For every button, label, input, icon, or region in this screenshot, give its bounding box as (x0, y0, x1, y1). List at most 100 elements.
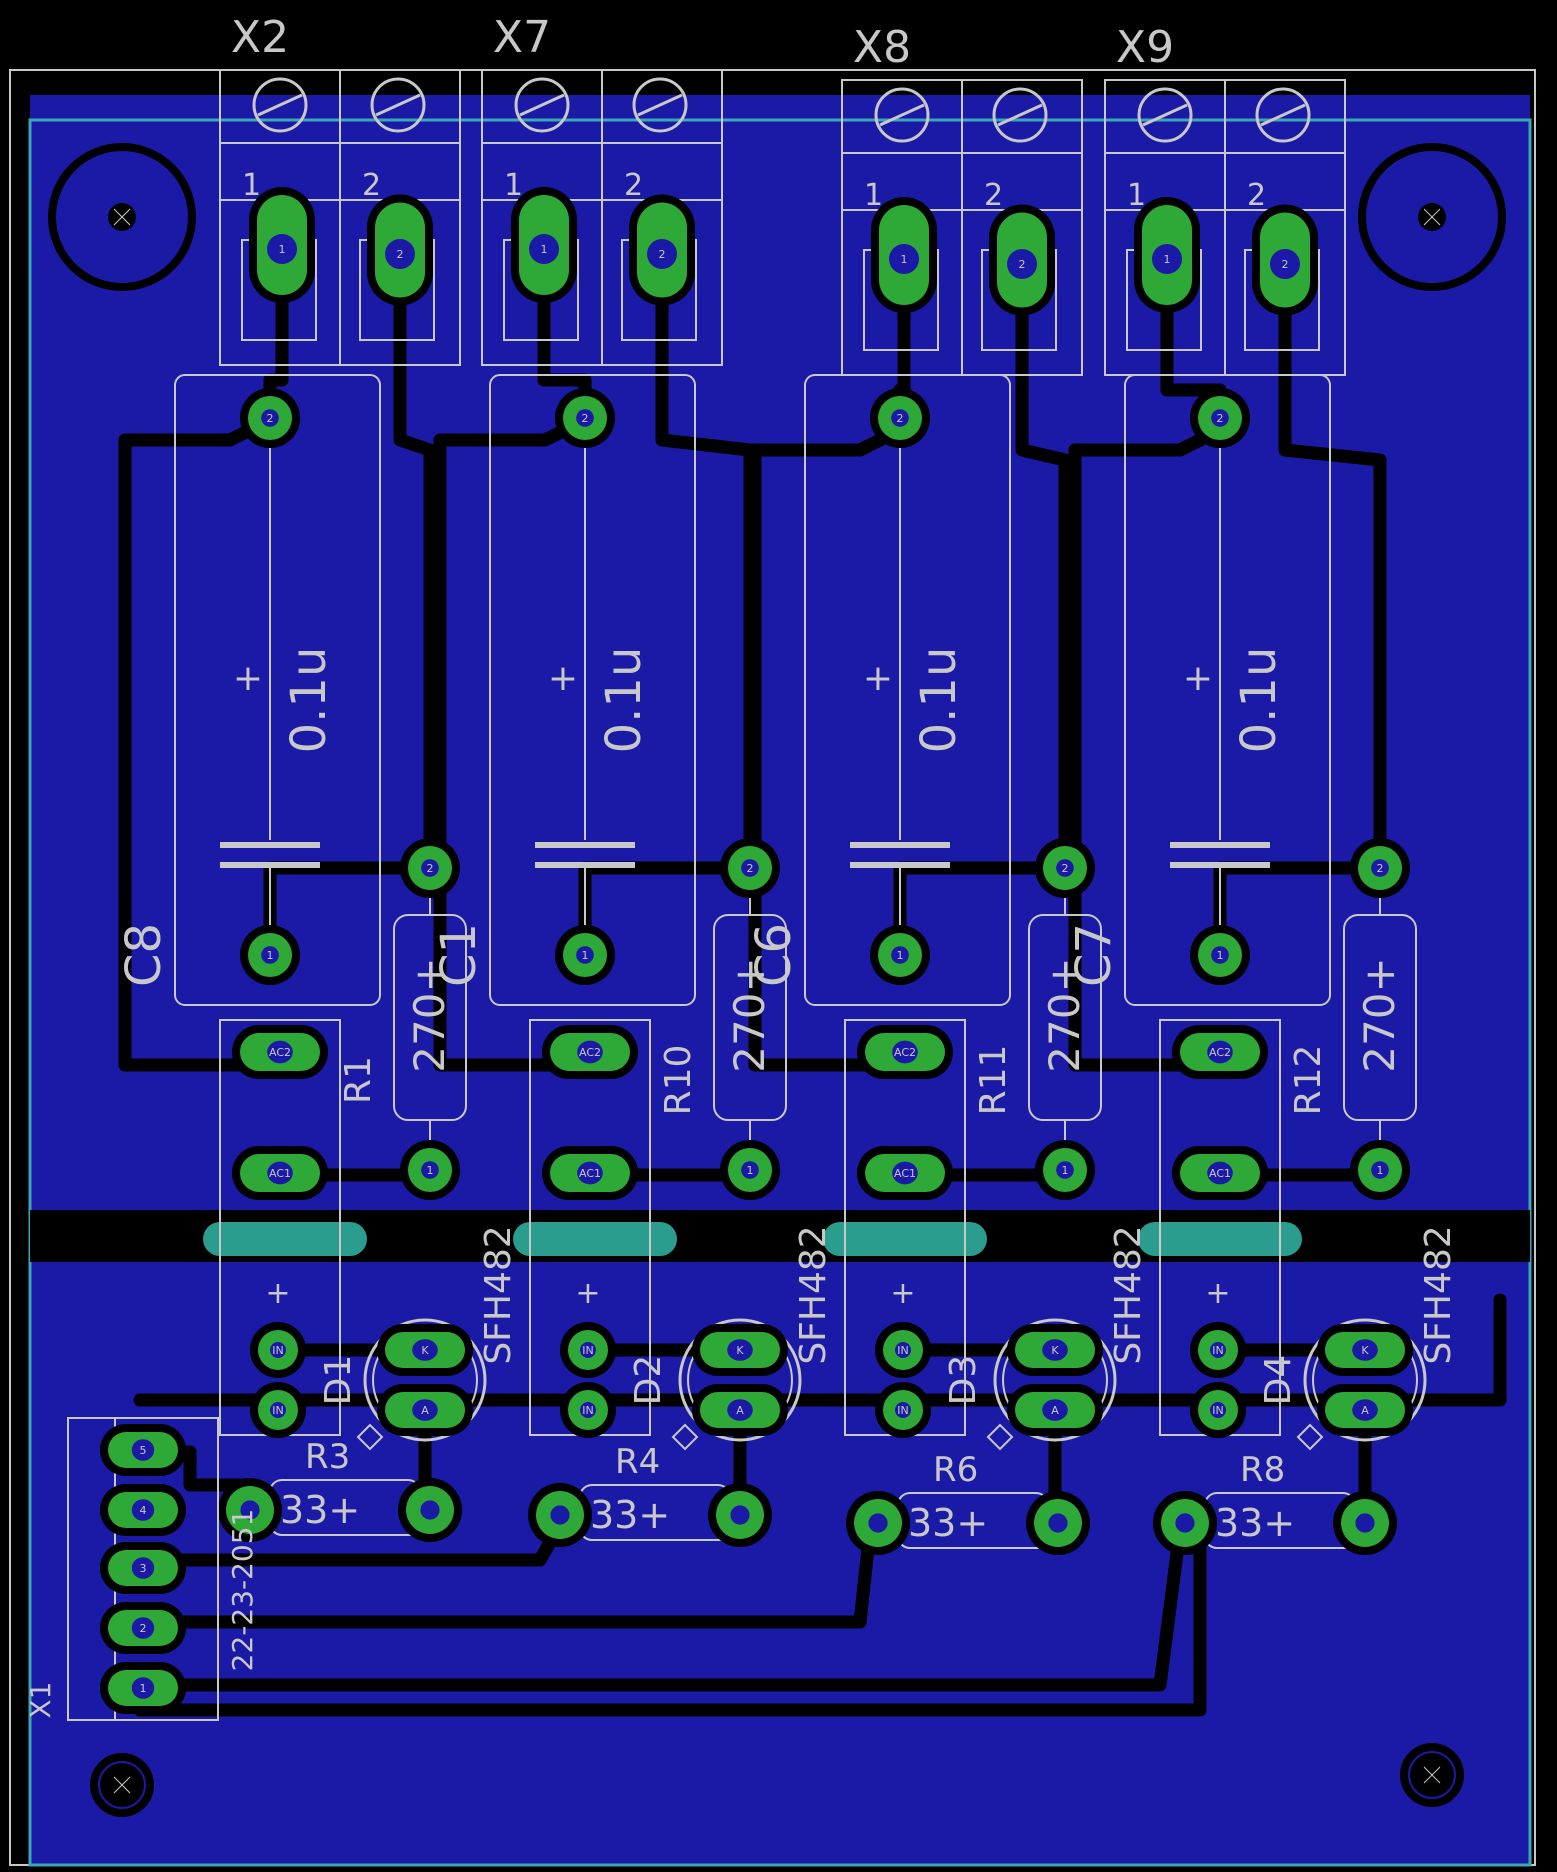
capacitor-name-1: C8 (116, 923, 172, 987)
opto-pad-in1-number: IN (582, 1344, 593, 1357)
resistor-pad-2-number: 2 (1062, 862, 1069, 875)
opto-pad-ac2-number: AC2 (579, 1046, 601, 1059)
opto-plus: + (1205, 1276, 1230, 1311)
connector-pin-5-number: 5 (140, 1444, 147, 1457)
screw-slot (519, 93, 565, 117)
resistor-name-2: R10 (658, 1045, 699, 1116)
led-outline-1 (363, 1318, 487, 1442)
resistor-pad-2-drill (1056, 859, 1074, 877)
opto-pad-in1-number: IN (897, 1344, 908, 1357)
terminal-pad-2-drill (385, 239, 415, 269)
opto-pad-ac1-number: AC1 (894, 1167, 916, 1180)
screw-slot (1260, 103, 1306, 127)
resistor-pad-1-number: 1 (747, 1164, 754, 1177)
terminal-pin2-label: 2 (1247, 178, 1266, 213)
isolation-slot-1 (203, 1222, 367, 1256)
bottom-resistor-pad-1-drill (868, 1513, 888, 1533)
capacitor-pad-1-number: 1 (267, 949, 274, 962)
terminal-pad-2-number: 2 (1282, 258, 1289, 271)
capacitor-pad-2-drill (891, 409, 909, 427)
terminal-pin1-label: 1 (504, 168, 523, 203)
led-pad-a-number: A (421, 1404, 429, 1417)
connector-name-label: X1 (24, 1682, 57, 1719)
terminal-pin2-label: 2 (362, 168, 381, 203)
screw-slot (879, 103, 925, 127)
resistor-pad-1-number: 1 (427, 1164, 434, 1177)
resistor-pad-1-drill (421, 1161, 439, 1179)
led-pad-a-number: A (1051, 1404, 1059, 1417)
connector-pin-3-drill (131, 1557, 155, 1579)
led-pad-k-drill (412, 1339, 438, 1361)
opto-pad-ac1-number: AC1 (1209, 1167, 1231, 1180)
terminal-pin1-label: 1 (864, 178, 883, 213)
trace-term2-res-1 (393, 203, 437, 875)
bottom-resistor-name-2: R4 (615, 1442, 660, 1482)
resistor-value-2: 270+ (725, 957, 774, 1072)
capacitor-body-3 (804, 374, 1011, 1006)
terminal-pad-2-drill (647, 239, 677, 269)
terminal-pad-2-number: 2 (397, 248, 404, 261)
led-flat-marker (986, 1423, 1014, 1451)
mounting-hole-ring-3 (90, 1753, 154, 1817)
opto-pad-ac2-drill (267, 1040, 293, 1064)
resistor-pad-1-drill (1056, 1161, 1074, 1179)
resistor-pad-2-drill (1371, 859, 1389, 877)
opto-name-4: D4 (1258, 1355, 1299, 1406)
bottom-resistor-pad-1-drill (240, 1500, 260, 1520)
connector-pin-4-number: 4 (140, 1504, 147, 1517)
led-pad-a-drill (1042, 1399, 1068, 1421)
terminal-pin2-label: 2 (984, 178, 1003, 213)
capacitor-pad-1-number: 1 (897, 949, 904, 962)
capacitor-pad-1-drill (1211, 946, 1229, 964)
resistor-pad-2-drill (741, 859, 759, 877)
opto-pad-ac2-drill (577, 1040, 603, 1064)
led-pad-a-drill (412, 1399, 438, 1421)
screw-slot (257, 93, 303, 117)
bottom-resistor-pad-2-drill (420, 1500, 440, 1520)
bottom-resistor-name-1: R3 (305, 1437, 350, 1477)
resistor-pad-2-number: 2 (1377, 862, 1384, 875)
opto-pad-in1-drill (1210, 1342, 1226, 1358)
bottom-resistor-value-4: 33+ (1215, 1501, 1295, 1545)
resistor-pad-1-drill (1371, 1161, 1389, 1179)
capacitor-body-1 (174, 374, 381, 1006)
opto-pad-in2-drill (1210, 1402, 1226, 1418)
bottom-resistor-pad-1-drill (550, 1505, 570, 1525)
trace-term2-res-4 (1278, 213, 1387, 875)
capacitor-pad-2-drill (576, 409, 594, 427)
screw-slot (1142, 103, 1188, 127)
capacitor-value-2: 0.1u (596, 647, 652, 754)
opto-plus: + (265, 1276, 290, 1311)
mounting-hole-cross (1423, 208, 1441, 226)
terminal-pad-1-number: 1 (279, 243, 286, 256)
mounting-hole-cross (1423, 1766, 1441, 1784)
capacitor-plus: + (1183, 658, 1213, 699)
trace-bus-2 (133, 1523, 877, 1629)
terminal-name-3: X8 (853, 22, 911, 73)
screw-slot (375, 93, 421, 117)
mounting-hole-ring-2 (1358, 143, 1506, 291)
terminal-pad-1-number: 1 (901, 253, 908, 266)
led-pad-a-number: A (736, 1404, 744, 1417)
mounting-hole-cross (113, 1776, 131, 1794)
resistor-name-3: R11 (973, 1045, 1014, 1116)
led-outline-2 (678, 1318, 802, 1442)
terminal-pad-2-drill (1270, 249, 1300, 279)
resistor-pad-2-number: 2 (427, 862, 434, 875)
opto-pad-in2-number: IN (1212, 1404, 1223, 1417)
capacitor-value-4: 0.1u (1231, 647, 1287, 754)
led-pad-a-drill (1352, 1399, 1378, 1421)
connector-pin-2-drill (131, 1617, 155, 1639)
trace-cap-opto-1 (118, 413, 277, 1072)
led-part-label-3: SFH482 (1108, 1225, 1149, 1364)
capacitor-plus: + (548, 658, 578, 699)
terminal-pad-1-drill (529, 234, 559, 264)
opto-pad-ac2-drill (892, 1040, 918, 1064)
terminal-pad-1-drill (889, 244, 919, 274)
capacitor-name-2: C1 (431, 923, 487, 987)
opto-pad-ac1-number: AC1 (269, 1167, 291, 1180)
resistor-pad-1-number: 1 (1377, 1164, 1384, 1177)
isolation-slot-2 (513, 1222, 677, 1256)
led-part-label-4: SFH482 (1418, 1225, 1459, 1364)
